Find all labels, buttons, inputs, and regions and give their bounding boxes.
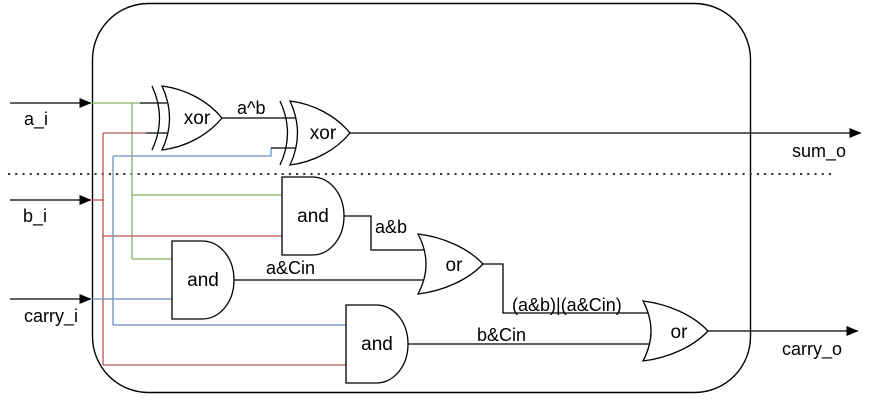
a-signal-wires [92,102,282,260]
net-label-b-and-cin: b&Cin [477,325,526,345]
and2-label: and [187,270,219,291]
gate-and3: and [345,304,409,384]
carry-signal-wires [92,148,346,326]
net-label-or1-out: (a&b)|(a&Cin) [512,295,622,315]
gate-and2: and [171,240,235,320]
net-label-a-and-cin: a&Cin [266,258,315,278]
net-label-a-xor-b: a^b [237,98,265,118]
b-signal-wires [92,132,346,366]
xor1-input-arc [151,85,161,151]
gate-and1: and [281,176,345,256]
input-label-carry: carry_i [24,306,78,327]
net-or1-out [483,263,651,314]
and1-label: and [297,206,329,227]
or1-label: or [446,255,464,276]
input-label-a: a_i [24,109,48,130]
output-label-carry: carry_o [782,339,842,360]
gate-xor2: xor [279,100,351,166]
xor2-input-arc [279,100,289,166]
output-arrows [350,128,862,336]
output-label-sum: sum_o [792,141,846,162]
gate-or1: or [417,233,484,295]
net-a-and-b [344,215,427,251]
net-label-a-and-b: a&b [375,217,407,237]
xor1-label: xor [184,108,211,129]
gate-xor1: xor [151,85,223,151]
and3-label: and [361,334,393,355]
module-boundary-box [91,2,752,394]
or2-label: or [671,322,689,343]
xor2-label: xor [310,123,337,144]
input-label-b: b_i [23,206,47,227]
input-arrows [10,98,92,304]
gate-or2: or [642,300,709,362]
